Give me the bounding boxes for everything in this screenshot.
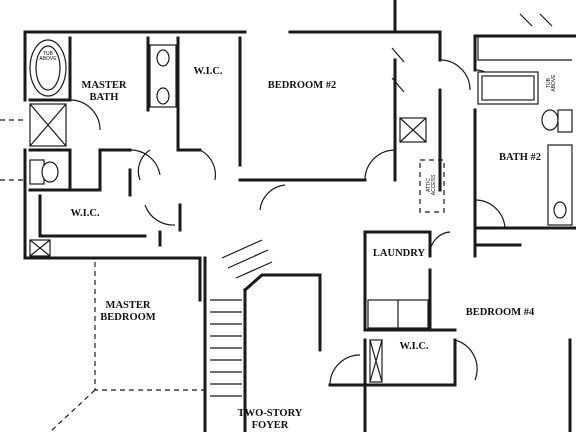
doors (69, 13, 553, 386)
attic-access-box (419, 159, 445, 213)
room-wic-bottom: W.I.C. (399, 341, 429, 352)
bath2-toilet (541, 109, 559, 131)
tub-above-note-master: TUB ABOVE (39, 51, 57, 62)
stair-treads (210, 239, 273, 397)
room-bedroom-4: BEDROOM #4 (465, 307, 535, 318)
dashed-lines (0, 119, 205, 432)
room-two-story-foyer: TWO-STORY FOYER (237, 408, 303, 431)
room-laundry: LAUNDRY (372, 248, 426, 259)
room-wic-top: W.I.C. (193, 66, 223, 77)
room-master-bedroom: MASTER BEDROOM (100, 300, 156, 323)
room-wic-left: W.I.C. (70, 208, 100, 219)
tub-above-note-bath2: TUB ABOVE (546, 74, 557, 92)
room-bath-2: BATH #2 (498, 152, 542, 163)
attic-access-note: ATTIC ACCESS (426, 174, 437, 196)
room-master-bath: MASTER BATH (81, 80, 127, 103)
room-bedroom-2: BEDROOM #2 (267, 80, 337, 91)
fixtures (29, 36, 573, 383)
